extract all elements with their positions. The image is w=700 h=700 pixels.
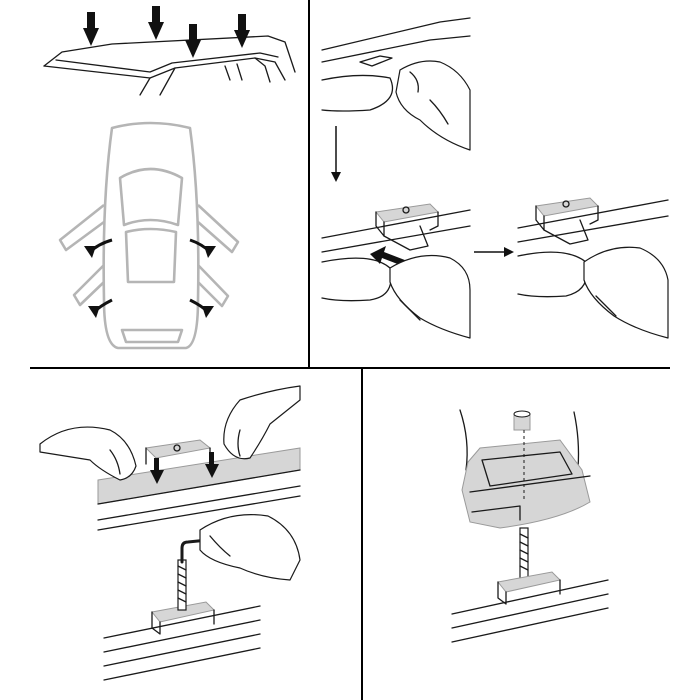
clamp-bracket xyxy=(535,197,600,245)
down-arrow-icon xyxy=(205,452,219,478)
panel-open-doors xyxy=(58,121,240,350)
down-arrow-icon xyxy=(234,14,250,48)
right-rear-door-open xyxy=(197,264,230,308)
panel-dividers xyxy=(30,0,670,700)
clamp-with-bolt xyxy=(151,559,215,635)
roof-rail xyxy=(451,579,609,643)
clamp-bracket xyxy=(375,203,440,251)
left-hand-icon xyxy=(39,426,137,481)
roof-rail-upper xyxy=(97,447,301,531)
hand-icon xyxy=(199,514,301,581)
hex-key-icon xyxy=(180,538,210,564)
down-arrow-icon xyxy=(331,126,341,182)
car-top-view xyxy=(102,121,200,350)
panel-foot-mount xyxy=(451,409,609,643)
curved-arrow-icon xyxy=(88,298,113,318)
clamp-bracket xyxy=(497,571,561,605)
down-arrow-icon xyxy=(148,6,164,40)
car-roof-outline xyxy=(43,35,296,96)
right-arrow-icon xyxy=(474,247,514,257)
down-arrow-icon xyxy=(83,12,99,46)
panel-clamp-tighten xyxy=(39,385,301,681)
curved-arrow-icon xyxy=(189,298,214,318)
hand-icon xyxy=(583,246,669,339)
bolt xyxy=(519,527,529,583)
panel-clamp-insert xyxy=(321,17,669,339)
hand-icon xyxy=(389,254,471,339)
right-front-door-open xyxy=(197,204,240,254)
roof-edge-step-2 xyxy=(321,209,471,302)
curved-arrow-icon xyxy=(189,238,216,258)
left-rear-door-open xyxy=(72,264,105,307)
left-front-door-open xyxy=(58,203,105,252)
down-arrow-icon xyxy=(150,458,164,484)
panel-roof-positions xyxy=(43,6,296,96)
roof-edge-step-1 xyxy=(321,17,471,112)
curved-arrow-icon xyxy=(84,238,113,258)
roof-rail-lower xyxy=(103,605,261,681)
hand-icon xyxy=(395,60,471,151)
right-hand-icon xyxy=(223,385,301,460)
nut-icon xyxy=(513,410,531,431)
down-arrow-icon xyxy=(185,24,201,58)
foot-pad xyxy=(459,409,591,529)
